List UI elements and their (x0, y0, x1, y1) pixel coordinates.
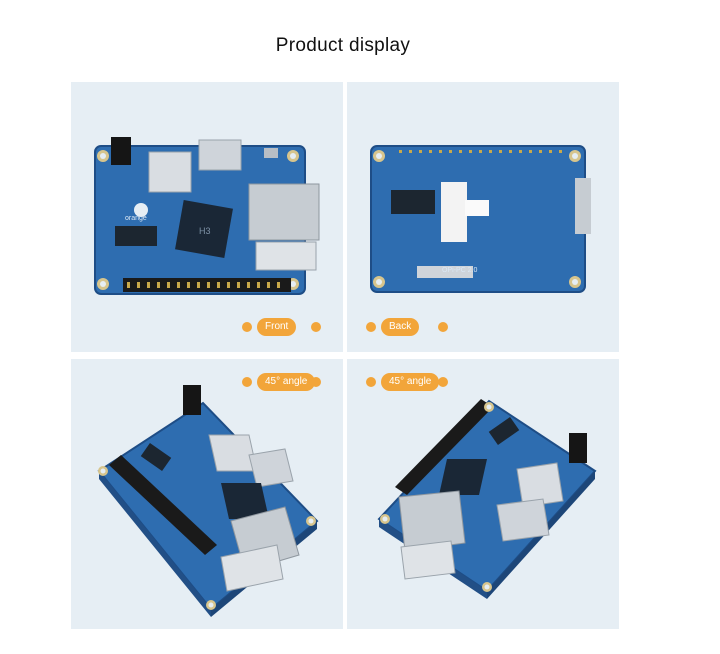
tag-dot-left (366, 322, 376, 332)
tag-dot-left (366, 377, 376, 387)
view-tag-angle-left: 45° angle (257, 373, 316, 391)
tag-dot-left (242, 322, 252, 332)
svg-text:orange: orange (125, 215, 147, 222)
product-image-angle-right: 45° angle (347, 359, 619, 629)
product-image-back: OPi-PC 2.0 Back (347, 82, 619, 352)
board-back-illustration: OPi-PC 2.0 (370, 145, 591, 293)
tag-dot-right (311, 377, 321, 387)
page-title: Product display (275, 35, 411, 56)
board-front-illustration: H3 orange (94, 137, 320, 295)
board-angle-left-illustration (97, 385, 319, 617)
view-tag-back: Back (381, 318, 420, 336)
board-angle-right-illustration (377, 399, 597, 599)
view-tag-front: Front (257, 318, 297, 336)
tag-dot-right (438, 377, 448, 387)
product-image-front: H3 orange Front (71, 82, 343, 352)
tag-dot-right (438, 322, 448, 332)
tag-dot-right (311, 322, 321, 332)
tag-dot-left (242, 377, 252, 387)
svg-text:H3: H3 (199, 226, 211, 236)
product-image-angle-left: 45° angle (71, 359, 343, 629)
svg-text:OPi-PC 2.0: OPi-PC 2.0 (442, 267, 478, 274)
view-tag-angle-right: 45° angle (381, 373, 440, 391)
